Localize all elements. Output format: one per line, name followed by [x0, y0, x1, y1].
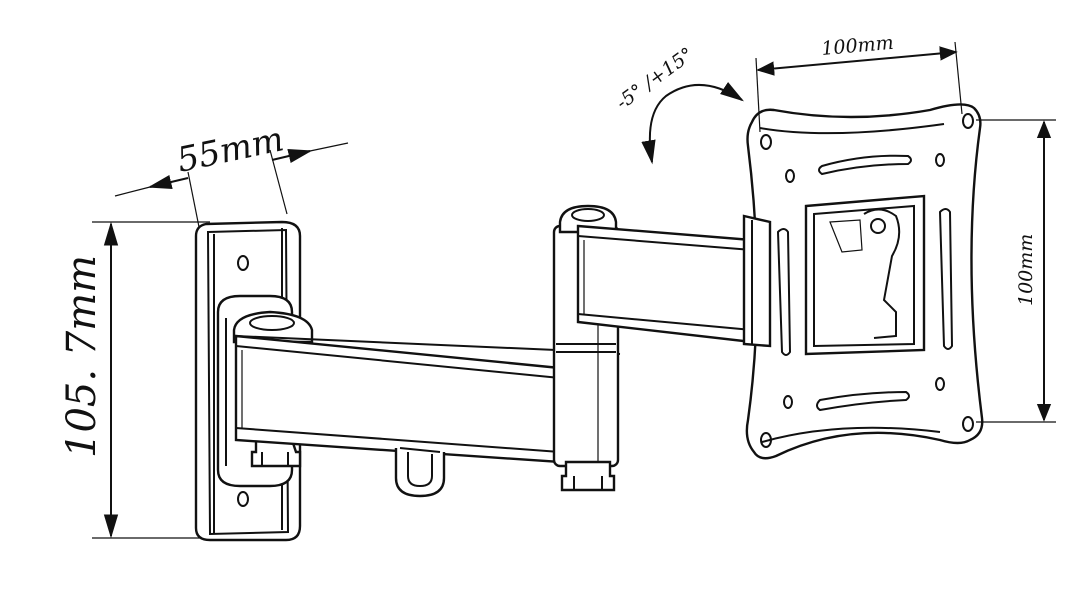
tilt-indicator: -5° /+15°: [612, 43, 744, 165]
vesa-plate: [742, 103, 984, 460]
depth-label: 55mm: [174, 119, 288, 181]
wall-plate-bottom-hole: [237, 491, 249, 507]
cable-clip: [394, 447, 446, 498]
vesa-hole-top-right: [962, 113, 974, 129]
vesa-hole-bottom-left: [760, 432, 772, 448]
height-dimension: 105. 7mm: [59, 221, 225, 539]
first-arm: [234, 334, 621, 464]
height-label: 105. 7mm: [59, 255, 105, 458]
left-pivot: [232, 310, 314, 468]
pivot-bolt: [870, 218, 886, 234]
depth-dimension: 55mm: [114, 119, 349, 233]
vesa-hole-top-left: [760, 134, 772, 150]
tilt-label: -5° /+15°: [612, 43, 698, 114]
vesa-hole-bottom-right: [962, 416, 974, 432]
vesa-horizontal-label: 100mm: [821, 32, 895, 60]
wall-plate-top-hole: [237, 255, 249, 271]
vesa-vertical-dimension: 100mm: [976, 119, 1056, 423]
vesa-vertical-label: 100mm: [1015, 234, 1037, 306]
second-arm: [576, 224, 754, 344]
